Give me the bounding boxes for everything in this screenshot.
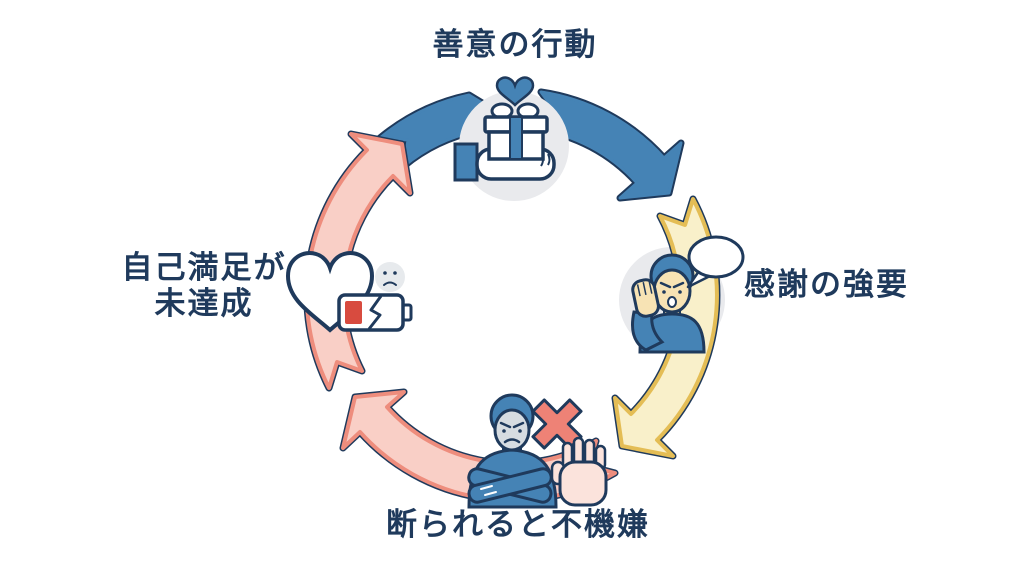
unfulfilled-heart-low-battery-icon	[285, 251, 413, 333]
battery-crack	[367, 295, 383, 330]
raised-hand-icon	[631, 278, 660, 318]
person-demanding-gratitude-icon	[631, 235, 745, 354]
sad-face-icon	[375, 262, 405, 292]
step-label-bottom: 断られると不機嫌	[386, 507, 650, 542]
step-label-top: 善意の行動	[432, 27, 598, 62]
gift-in-hand-icon	[453, 76, 569, 201]
stop-hand-icon	[550, 436, 608, 507]
step-label-right: 感謝の強要	[744, 267, 909, 302]
step-label-left-line2: 未達成	[154, 285, 254, 321]
gift-ribbon	[509, 116, 523, 160]
heart-icon	[495, 76, 535, 107]
cross-mark-icon	[531, 398, 583, 450]
low-battery-icon	[337, 293, 413, 332]
step-label-left: 自己満足が 未達成	[122, 250, 287, 321]
person-displeased-refusal-icon	[467, 393, 608, 509]
sleeve-cuff	[453, 142, 479, 182]
person-face	[493, 408, 531, 452]
step-label-left-line1: 自己満足が	[121, 250, 287, 285]
speech-bubble-icon	[686, 235, 745, 289]
battery-charge-bar	[345, 301, 362, 324]
